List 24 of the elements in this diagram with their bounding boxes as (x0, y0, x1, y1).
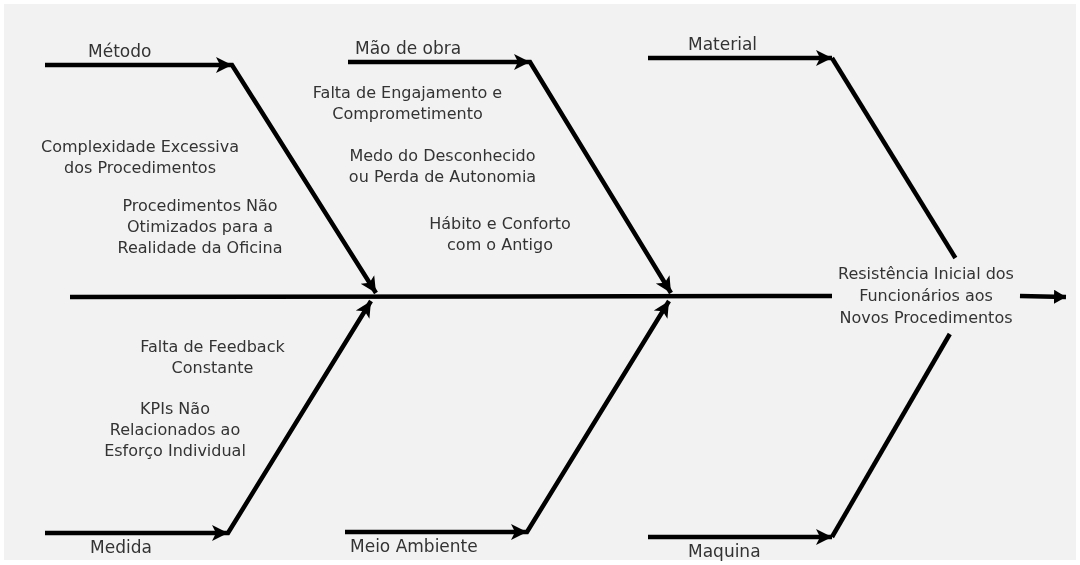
bone-arrow (45, 299, 373, 541)
effect-label: Resistência Inicial dos Funcionários aos Novos Procedimentos (832, 258, 1020, 334)
bone-line (830, 56, 958, 260)
arrow (648, 50, 832, 66)
arrow (1019, 289, 1067, 304)
category-label: Meio Ambiente (345, 533, 527, 559)
cause-text: Hábito e Conforto com o Antigo (428, 213, 572, 255)
cause-text: KPIs Não Relacionados ao Esforço Individual (103, 398, 247, 461)
category-label: Maquina (648, 538, 832, 564)
category-label: Material (648, 31, 832, 57)
cause-text: Falta de Feedback Constante (139, 336, 286, 378)
category-label: Mão de obra (348, 35, 530, 61)
cause-text: Procedimentos Não Otimizados para a Realidade da Oficina (116, 195, 284, 258)
spine-line (70, 293, 832, 300)
cause-text: Medo do Desconhecido ou Perda de Autonomia (347, 145, 538, 187)
bone-arrow (45, 57, 378, 295)
cause-text: Falta de Engajamento e Comprometimento (311, 82, 504, 124)
category-label: Método (45, 38, 232, 64)
arrow (648, 529, 832, 545)
cause-text: Complexidade Excessiva dos Procedimentos (40, 136, 240, 178)
bone-line (830, 332, 952, 539)
bone-arrow (345, 299, 671, 540)
category-label: Medida (45, 534, 228, 560)
bone-arrow (348, 54, 673, 295)
